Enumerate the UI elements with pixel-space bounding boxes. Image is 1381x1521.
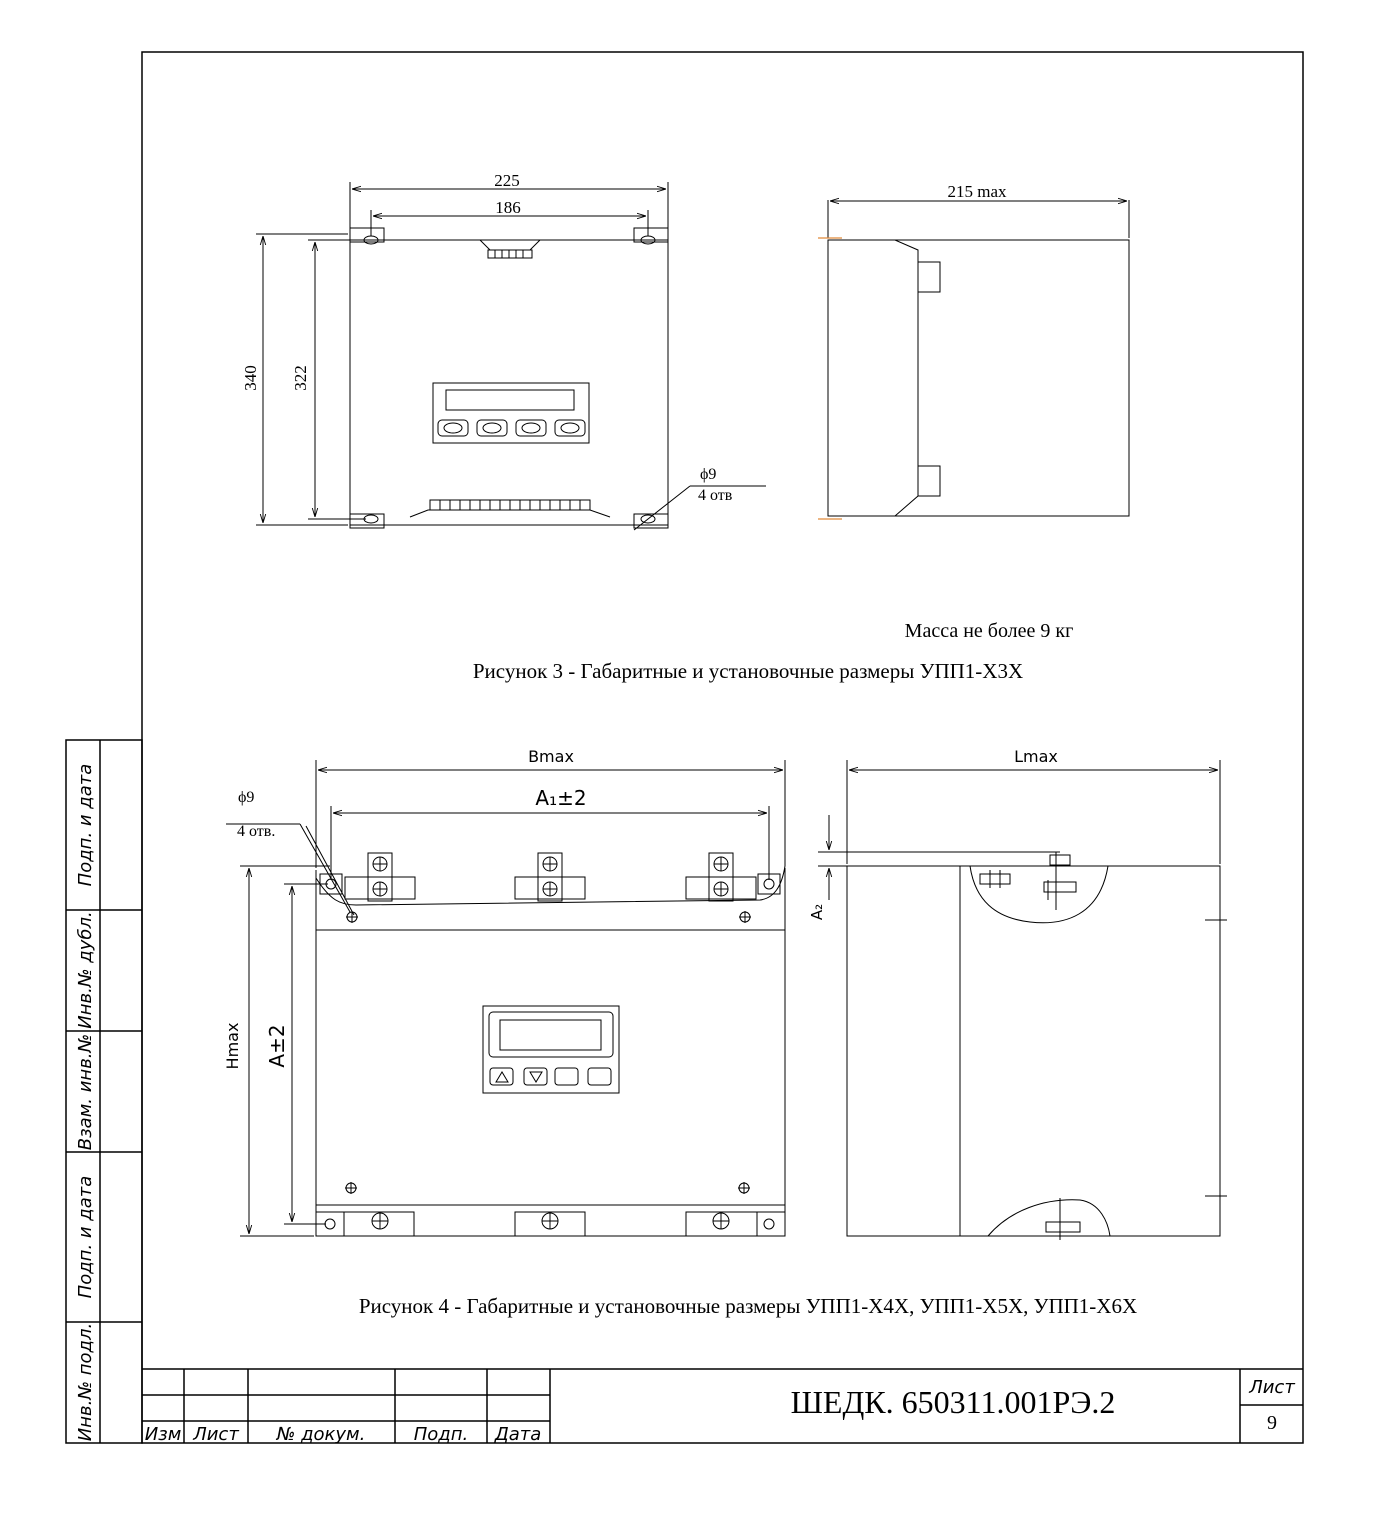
title-col-sheet: Лист <box>192 1424 239 1445</box>
side-stamp <box>65 739 143 1444</box>
fig4-dim-bmax: Bmax <box>528 747 574 766</box>
fig3-dim-215max: 215 max <box>947 182 1007 201</box>
fig3-dim-340: 340 <box>241 365 260 391</box>
document-number: ШЕДК. 650311.001РЭ.2 <box>791 1384 1116 1420</box>
fig4-dim-a2: A₂ <box>808 904 826 920</box>
title-col-doc: № докум. <box>276 1424 366 1445</box>
side-stamp-orig-inv: Инв.№ подл. <box>75 1323 96 1441</box>
side-stamp-sign-date-1: Подп. и дата <box>75 764 96 887</box>
fig3-dim-186: 186 <box>495 198 521 217</box>
fig4-display-panel <box>482 1005 620 1094</box>
fig3-dim-322: 322 <box>291 365 310 391</box>
fig4-front-view <box>315 852 786 1237</box>
fig3-front-view <box>349 227 669 529</box>
title-block <box>142 1368 1303 1443</box>
title-col-date: Дата <box>494 1424 542 1445</box>
sheet-number: 9 <box>1267 1412 1277 1434</box>
side-stamp-replace-inv: Взам. инв.№ <box>75 1034 96 1151</box>
fig4-side-view <box>818 760 1227 1240</box>
fig3-mass-note: Масса не более 9 кг <box>905 620 1074 642</box>
fig4-hole-diameter: ϕ9 <box>238 789 254 806</box>
title-col-change: Изм <box>145 1424 182 1445</box>
fig3-side-view <box>827 200 1130 517</box>
side-stamp-dup-inv: Инв.№ дубл. <box>75 911 96 1028</box>
fig3-caption: Рисунок 3 - Габаритные и установочные ра… <box>473 659 1023 683</box>
fig3-display-panel <box>432 382 590 444</box>
fig4-dimensions <box>226 760 786 1237</box>
fig3-dimensions <box>256 182 766 531</box>
fig3-hole-count: 4 отв <box>698 487 733 504</box>
fig4-hole-count: 4 отв. <box>237 823 275 840</box>
fig4-dim-hmax: Hmax <box>223 1023 242 1070</box>
fig4-dim-a1: A₁±2 <box>535 786 586 810</box>
title-col-sign: Подп. <box>414 1424 468 1445</box>
fig4-dim-lmax: Lmax <box>1014 747 1058 766</box>
fig4-caption: Рисунок 4 - Габаритные и установочные ра… <box>359 1294 1137 1318</box>
fig4-dim-a: A±2 <box>265 1024 289 1067</box>
fig3-dim-225: 225 <box>494 171 520 190</box>
fig3-hole-diameter: ϕ9 <box>700 466 716 483</box>
side-stamp-sign-date-2: Подп. и дата <box>75 1176 96 1299</box>
sheet-label: Лист <box>1248 1377 1295 1398</box>
